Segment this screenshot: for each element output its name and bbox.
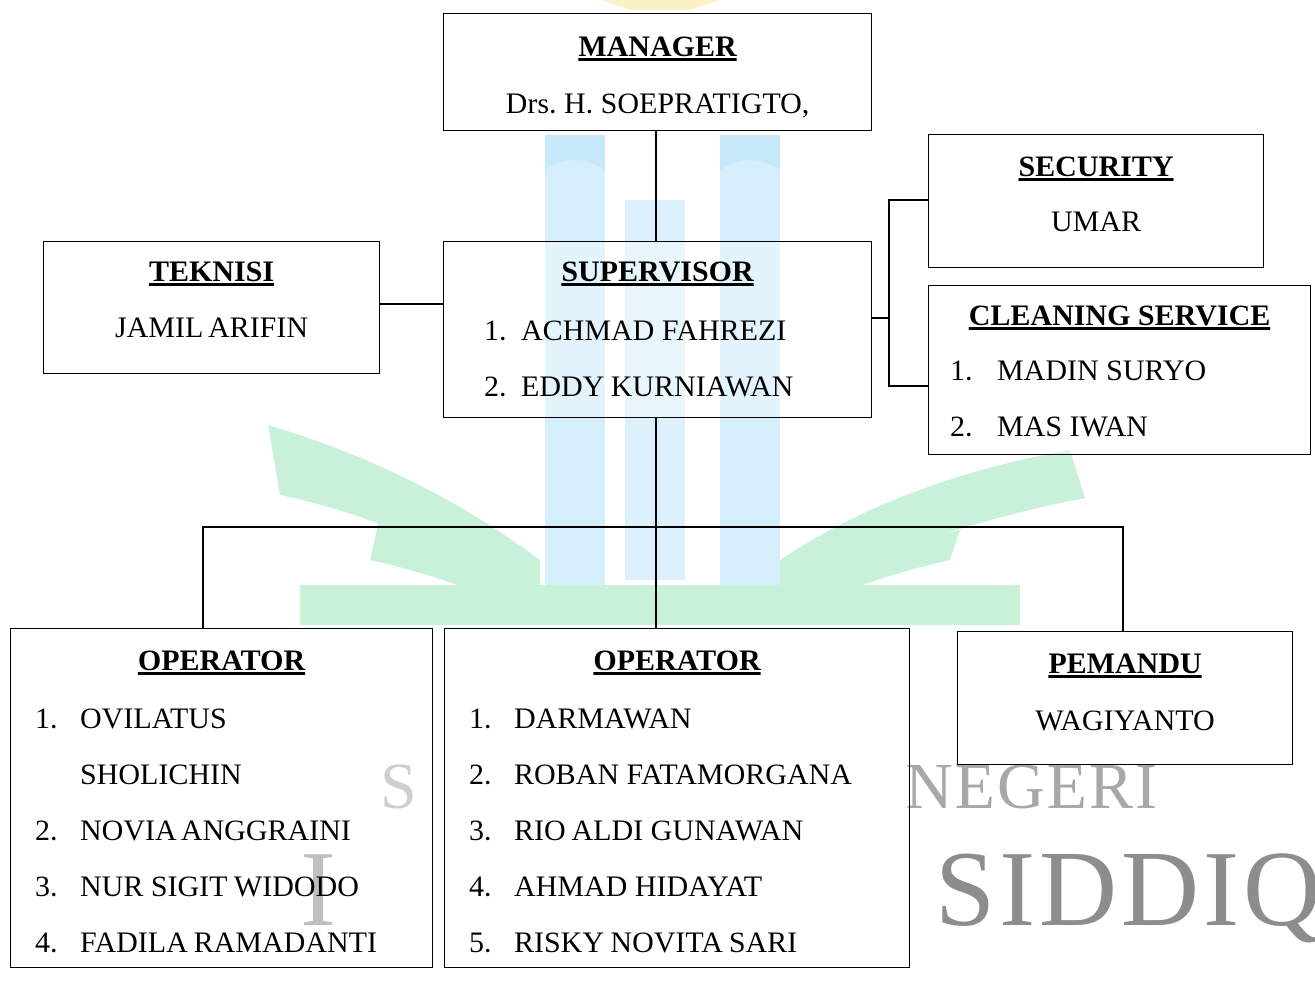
list-item-number: 1. bbox=[35, 702, 58, 735]
watermark: S NEGERI I SIDDIQ bbox=[268, 0, 1315, 949]
connector-staff-bracket bbox=[888, 199, 928, 387]
cleaning-service-title: CLEANING SERVICE bbox=[968, 299, 1271, 332]
operator-box-2: OPERATOR 1. DARMAWAN 2. ROBAN FATAMORGAN… bbox=[444, 628, 910, 968]
watermark-text-right-2: SIDDIQ bbox=[935, 830, 1315, 949]
teknisi-name: JAMIL ARIFIN bbox=[114, 311, 309, 344]
list-item-number: 1. bbox=[469, 702, 492, 735]
manager-name: Drs. H. SOEPRATIGTO, bbox=[505, 87, 810, 120]
pemandu-box: PEMANDU WAGIYANTO bbox=[957, 631, 1293, 765]
list-item-number: 3. bbox=[469, 814, 492, 847]
pemandu-name: WAGIYANTO bbox=[1035, 704, 1215, 737]
list-item-name: ACHMAD FAHREZI bbox=[521, 314, 787, 347]
supervisor-box: SUPERVISOR 1. ACHMAD FAHREZI 2. EDDY KUR… bbox=[443, 241, 872, 418]
list-item-number: 2. bbox=[950, 410, 973, 443]
list-item-name: RISKY NOVITA SARI bbox=[514, 926, 798, 959]
operator-2-title: OPERATOR bbox=[593, 644, 761, 677]
list-item-number: 5. bbox=[469, 926, 492, 959]
supervisor-title: SUPERVISOR bbox=[561, 255, 754, 288]
list-item-name: MADIN SURYO bbox=[997, 354, 1207, 387]
list-item-name: MAS IWAN bbox=[997, 410, 1148, 443]
manager-title: MANAGER bbox=[578, 30, 737, 63]
list-item-name: RIO ALDI GUNAWAN bbox=[514, 814, 804, 847]
list-item-number: 3. bbox=[35, 870, 58, 903]
security-name: UMAR bbox=[1050, 205, 1141, 238]
list-item-number: 1. bbox=[950, 354, 973, 387]
watermark-text-left-1: S bbox=[380, 750, 417, 823]
list-item-name: SHOLICHIN bbox=[80, 758, 242, 791]
list-item-name: EDDY KURNIAWAN bbox=[521, 370, 794, 403]
list-item-name: NOVIA ANGGRAINI bbox=[80, 814, 351, 847]
manager-box: MANAGER Drs. H. SOEPRATIGTO, bbox=[443, 13, 872, 131]
pemandu-title: PEMANDU bbox=[1048, 647, 1202, 680]
operator-1-title: OPERATOR bbox=[137, 644, 306, 677]
list-item-name: NUR SIGIT WIDODO bbox=[80, 870, 359, 903]
connector-horizontal-bus bbox=[202, 526, 1124, 631]
list-item-number: 2. bbox=[484, 370, 507, 403]
security-title: SECURITY bbox=[1018, 150, 1174, 183]
list-item-number: 2. bbox=[469, 758, 492, 791]
watermark-text-left-2: I bbox=[300, 830, 336, 949]
org-chart-connectors bbox=[202, 131, 1124, 631]
cleaning-service-box: CLEANING SERVICE 1. MADIN SURYO 2. MAS I… bbox=[928, 285, 1311, 455]
list-item-number: 4. bbox=[469, 870, 492, 903]
list-item-name: DARMAWAN bbox=[514, 702, 692, 735]
list-item-name: AHMAD HIDAYAT bbox=[514, 870, 763, 903]
teknisi-title: TEKNISI bbox=[148, 255, 275, 288]
watermark-logo bbox=[268, 0, 1085, 625]
list-item-number: 1. bbox=[484, 314, 507, 347]
list-item-name: OVILATUS bbox=[80, 702, 227, 735]
list-item-name: FADILA RAMADANTI bbox=[80, 926, 377, 959]
security-box: SECURITY UMAR bbox=[928, 134, 1264, 268]
list-item-number: 2. bbox=[35, 814, 58, 847]
list-item-name: ROBAN FATAMORGANA bbox=[514, 758, 852, 791]
operator-box-1: OPERATOR 1. OVILATUS SHOLICHIN 2. NOVIA … bbox=[10, 628, 433, 968]
teknisi-box: TEKNISI JAMIL ARIFIN bbox=[43, 241, 380, 374]
list-item-number: 4. bbox=[35, 926, 58, 959]
